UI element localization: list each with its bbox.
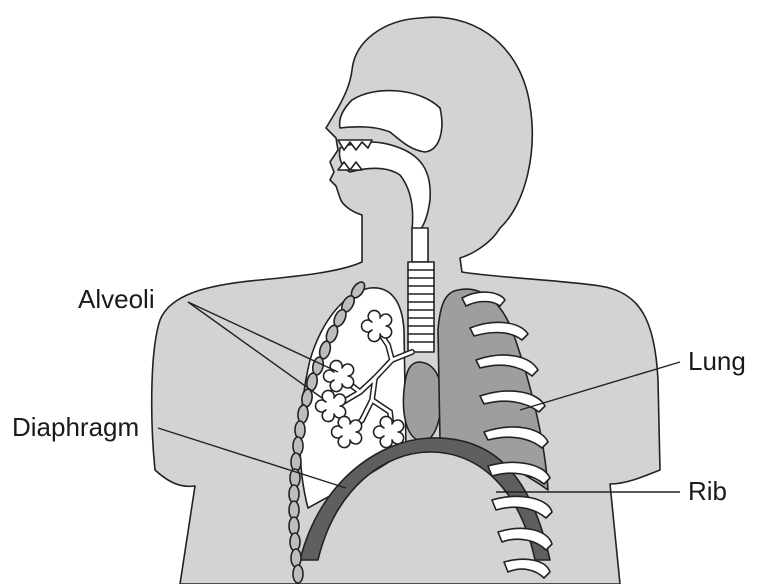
label-rib: Rib — [688, 476, 727, 506]
trachea — [408, 262, 434, 352]
windpipe-upper — [412, 228, 428, 262]
label-alveoli: Alveoli — [78, 284, 155, 314]
label-lung: Lung — [688, 346, 746, 376]
heart — [403, 362, 441, 441]
label-diaphragm: Diaphragm — [12, 412, 139, 442]
